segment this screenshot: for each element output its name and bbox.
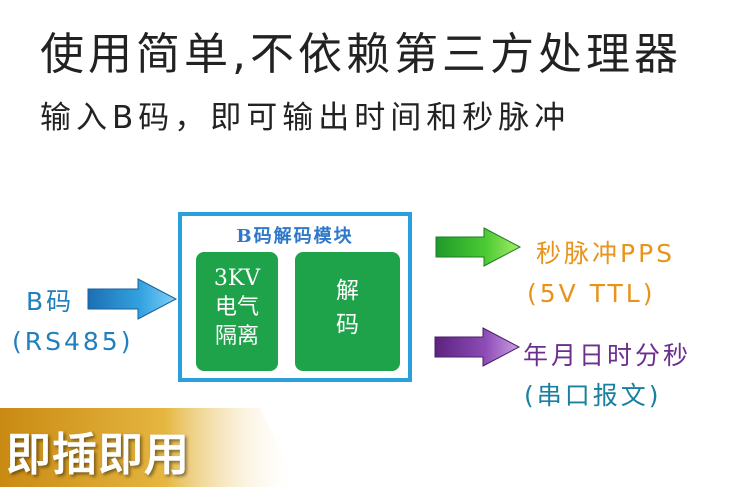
input-label: B码: [26, 287, 75, 316]
pps-output-label: 秒脉冲PPS: [536, 239, 676, 268]
page-title: 使用简单,不依赖第三方处理器: [40, 29, 682, 80]
module-title: B码解码模块: [236, 226, 354, 247]
isolation-line: 隔离: [214, 324, 259, 349]
pps-output-spec: (5V TTL): [527, 279, 656, 308]
decode-line: 解: [336, 278, 359, 304]
input-arrow-icon: [87, 278, 178, 320]
banner-label: 即插即用: [6, 428, 191, 481]
decode-line: 码: [336, 312, 359, 338]
isolation-line: 3KV: [213, 266, 261, 291]
page-subtitle: 输入B码，即可输出时间和秒脉冲: [40, 100, 571, 136]
isolation-block: 3KV 电气 隔离: [196, 252, 278, 371]
decoder-module: B码解码模块 3KV 电气 隔离 解 码: [178, 212, 412, 382]
banner-background: [0, 408, 300, 487]
pps-arrow-icon: [435, 227, 522, 267]
input-interface-label: (RS485): [12, 327, 134, 356]
isolation-line: 电气: [214, 295, 259, 320]
decode-block: 解 码: [295, 252, 400, 371]
time-output-spec: (串口报文): [524, 381, 662, 410]
time-arrow-icon: [434, 327, 521, 367]
time-output-label: 年月日时分秒: [523, 341, 692, 370]
